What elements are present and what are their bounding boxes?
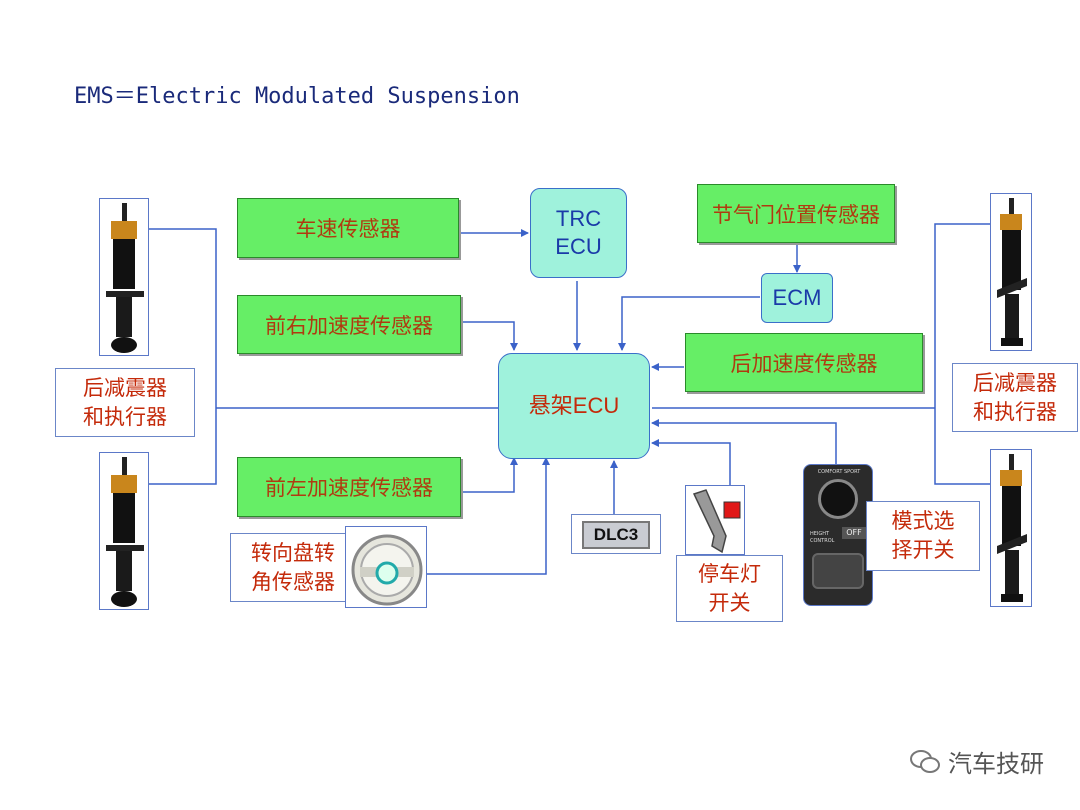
label-line: 择开关 [891, 538, 955, 562]
wire-to-right-top-shock [934, 220, 1004, 408]
off-button: OFF [842, 527, 866, 539]
wire-to-left-top-shock [136, 225, 217, 408]
suspension-ecu-box: 悬架ECU [498, 353, 650, 459]
trc-ecu-box: TRC ECU [530, 188, 627, 278]
front-left-accel-sensor-box: 前左加速度传感器 [237, 457, 461, 517]
label-line: 后减震器 [973, 370, 1057, 395]
wire-ecm-to-ecu [618, 296, 760, 351]
label-line: 角传感器 [251, 569, 335, 594]
trc-ecu-line: ECU [555, 234, 602, 259]
ecm-box: ECM [761, 273, 833, 323]
wire-to-left-bottom-shock [136, 408, 217, 488]
mode-switch-panel: COMFORT SPORT HEIGHT CONTROL OFF [803, 464, 873, 606]
label-line: 后减震器 [83, 375, 167, 400]
rear-shock-right-bottom-image [990, 449, 1032, 607]
brake-switch-image [685, 485, 745, 555]
mode-switch-top-text: COMFORT SPORT [817, 469, 861, 475]
vehicle-speed-sensor-box: 车速传感器 [237, 198, 459, 258]
height-control-button-icon [812, 553, 864, 589]
rear-shock-left-bottom-image [99, 452, 149, 610]
wire-fr-accel-to-ecu [462, 321, 518, 351]
front-right-accel-sensor-box: 前右加速度传感器 [237, 295, 461, 354]
wire-brake-to-ecu [651, 439, 731, 498]
label-line: 模式选 [891, 509, 955, 533]
mode-switch-label: 模式选择开关 [866, 501, 980, 571]
throttle-position-sensor-box: 节气门位置传感器 [697, 184, 895, 243]
dlc3-connector: DLC3 [571, 514, 661, 554]
steering-wheel-icon [351, 534, 423, 606]
wire-mode-to-ecu [651, 419, 837, 464]
label-line: 开关 [708, 590, 751, 615]
steering-sensor-label: 转向盘转角传感器 [230, 533, 356, 602]
chat-bubble-icon [910, 749, 940, 773]
rear-accel-sensor-box: 后加速度传感器 [685, 333, 923, 392]
rear-shock-left-label: 后减震器和执行器 [55, 368, 195, 437]
dlc3-label: DLC3 [582, 521, 650, 549]
steering-wheel-image [345, 526, 427, 608]
rear-shock-right-label: 后减震器和执行器 [952, 363, 1078, 432]
brake-switch-label: 停车灯开关 [676, 555, 783, 622]
rear-shock-left-top-image [99, 198, 149, 356]
trc-ecu-line: TRC [555, 206, 602, 231]
height-control-text: HEIGHT CONTROL [810, 531, 835, 544]
label-line: 停车灯 [698, 561, 761, 586]
watermark-text: 汽车技研 [948, 750, 1044, 778]
label-line: 和执行器 [83, 404, 167, 429]
brake-pedal-icon [692, 489, 741, 554]
mode-dial-icon [818, 479, 858, 519]
watermark: 汽车技研 [910, 744, 1044, 779]
label-line: 和执行器 [973, 399, 1057, 424]
label-line: 转向盘转 [251, 540, 335, 565]
rear-shock-right-top-image [990, 193, 1032, 351]
wire-fl-accel-to-ecu [462, 457, 518, 493]
page-title: EMS＝Electric Modulated Suspension [74, 84, 520, 109]
wire-to-right-bottom-shock [934, 408, 1004, 488]
wire-steering-to-ecu [394, 457, 550, 575]
